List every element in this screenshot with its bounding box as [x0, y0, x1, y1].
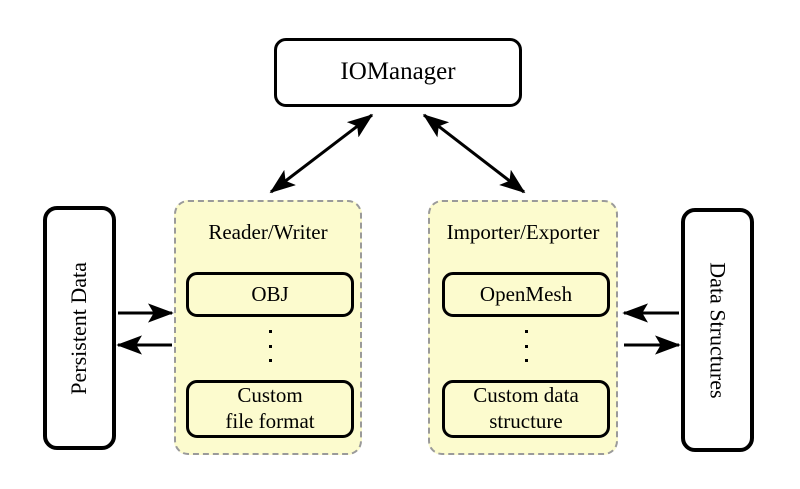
iomanager-node[interactable]: IOManager	[274, 38, 522, 107]
iomanager-label: IOManager	[340, 58, 456, 86]
connector-manager-to-importer-exporter	[422, 113, 526, 194]
ellipsis-dot	[268, 359, 272, 362]
reader-writer-ellipsis-icon	[260, 330, 280, 362]
ellipsis-dot	[268, 344, 272, 348]
custom-data-structure-label: Custom data structure	[473, 383, 579, 433]
custom-data-structure-node[interactable]: Custom data structure	[442, 380, 610, 438]
obj-label: OBJ	[251, 281, 289, 306]
connector-manager-to-reader-writer	[269, 113, 374, 194]
importer-exporter-panel[interactable]: Importer/Exporter OpenMesh Custom data s…	[428, 200, 618, 455]
persistent-data-node[interactable]: Persistent Data	[43, 206, 116, 450]
reader-writer-panel[interactable]: Reader/Writer OBJ Custom file format	[174, 200, 362, 455]
openmesh-label: OpenMesh	[479, 281, 573, 306]
openmesh-node[interactable]: OpenMesh	[442, 272, 610, 317]
custom-file-format-label: Custom file format	[225, 383, 315, 433]
data-structures-label: Data Structures	[705, 261, 731, 399]
persistent-data-label: Persistent Data	[66, 261, 92, 395]
reader-writer-panel-title: Reader/Writer	[208, 220, 328, 244]
ellipsis-dot	[524, 359, 528, 362]
custom-file-format-node[interactable]: Custom file format	[186, 380, 354, 438]
obj-node[interactable]: OBJ	[186, 272, 354, 317]
ellipsis-dot	[268, 330, 272, 333]
importer-exporter-ellipsis-icon	[516, 330, 536, 362]
data-structures-node[interactable]: Data Structures	[681, 208, 754, 452]
ellipsis-dot	[524, 330, 528, 333]
importer-exporter-panel-title: Importer/Exporter	[446, 220, 600, 244]
ellipsis-dot	[524, 344, 528, 348]
